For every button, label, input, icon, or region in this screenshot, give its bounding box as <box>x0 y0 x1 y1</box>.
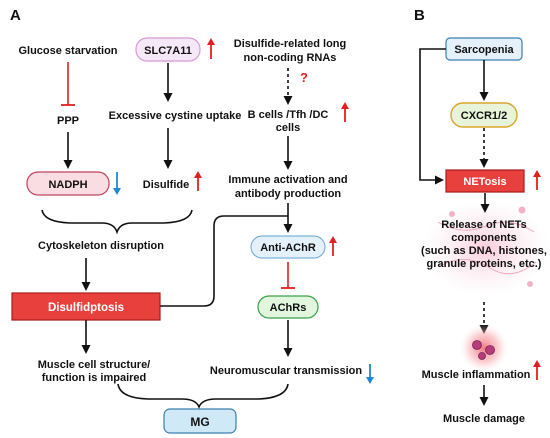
immune-text-line1: Immune activation and <box>228 174 347 186</box>
cxcr-box <box>450 102 518 128</box>
nadph-down-arrow-head <box>113 188 121 195</box>
cystine-uptake-text: Excessive cystine uptake <box>109 110 242 122</box>
inflammation-cell-1 <box>472 340 482 350</box>
glucose-starvation-text: Glucose starvation <box>18 45 117 57</box>
immune-text-line2: antibody production <box>235 188 342 200</box>
brace-mg <box>117 383 289 410</box>
bcells-up-arrow-head <box>341 102 349 109</box>
inflammation-cell-2 <box>485 345 495 355</box>
brace-cytoskeleton <box>41 209 193 235</box>
netosis-box <box>445 169 525 193</box>
ppp-text: PPP <box>57 115 79 127</box>
disulfidptosis-box <box>11 292 161 321</box>
damage-text: Muscle damage <box>443 413 525 425</box>
lncrna-text-line2: non-coding RNAs <box>244 52 337 64</box>
cytoskeleton-text: Cytoskeleton disruption <box>38 240 164 252</box>
release-text-line2: components <box>451 232 516 244</box>
nets-granule-1 <box>449 211 455 217</box>
inflammation-text: Muscle inflammation <box>422 369 531 381</box>
nets-fiber-1 <box>437 221 535 233</box>
achrs-text: AChRs <box>270 302 307 314</box>
release-text-line3: (such as DNA, histones, <box>421 245 547 257</box>
release-text-line4: granule proteins, etc.) <box>427 258 542 270</box>
netosis-up-arrow-head <box>533 170 541 177</box>
slc7a11-up-arrow-head <box>207 38 215 45</box>
release-text-line1: Release of NETs <box>441 219 526 231</box>
bcells-text-line2: cells <box>276 122 300 134</box>
connector-disulfidptosis-to-antiachr <box>160 215 288 307</box>
inflammation-cell-3 <box>478 352 486 360</box>
nets-granule-3 <box>527 281 533 287</box>
sarcopenia-text: Sarcopenia <box>454 44 514 56</box>
antiachr-up-arrow-head <box>329 236 337 243</box>
nets-granule-2 <box>518 206 526 214</box>
netosis-text: NETosis <box>463 176 506 188</box>
slc7a11-box <box>135 37 201 62</box>
connector-sarcopenia-netosis <box>419 48 446 185</box>
nets-fiber-2 <box>439 259 537 275</box>
inflammation-glow-illustration <box>460 324 508 372</box>
panel-a-label: A <box>10 7 21 24</box>
disulfide-text: Disulfide <box>143 179 189 191</box>
muscle-cell-text-line2: function is impaired <box>42 372 147 384</box>
neuromuscular-down-arrow-head <box>366 377 374 384</box>
slc7a11-text: SLC7A11 <box>144 45 192 57</box>
cxcr-text: CXCR1/2 <box>461 110 507 122</box>
panel-b-label: B <box>414 7 425 24</box>
mg-box <box>163 408 237 434</box>
lncrna-text-line1: Disulfide-related long <box>234 38 346 50</box>
bcells-text-line1: B cells /Tfh /DC <box>248 109 329 121</box>
inflammation-up-arrow-head <box>533 360 541 367</box>
question-mark: ? <box>300 70 308 85</box>
achrs-box <box>257 295 319 319</box>
muscle-cell-text-line1: Muscle cell structure/ <box>38 359 151 371</box>
anti-achr-box <box>250 235 326 259</box>
anti-achr-text: Anti-AChR <box>260 242 316 254</box>
disulfide-up-arrow-head <box>194 171 202 178</box>
neuromuscular-text: Neuromuscular transmission <box>210 365 362 377</box>
disulfidptosis-text: Disulfidptosis <box>48 302 124 314</box>
nadph-box <box>26 171 110 196</box>
mg-text: MG <box>190 415 209 429</box>
nadph-text: NADPH <box>48 179 87 191</box>
